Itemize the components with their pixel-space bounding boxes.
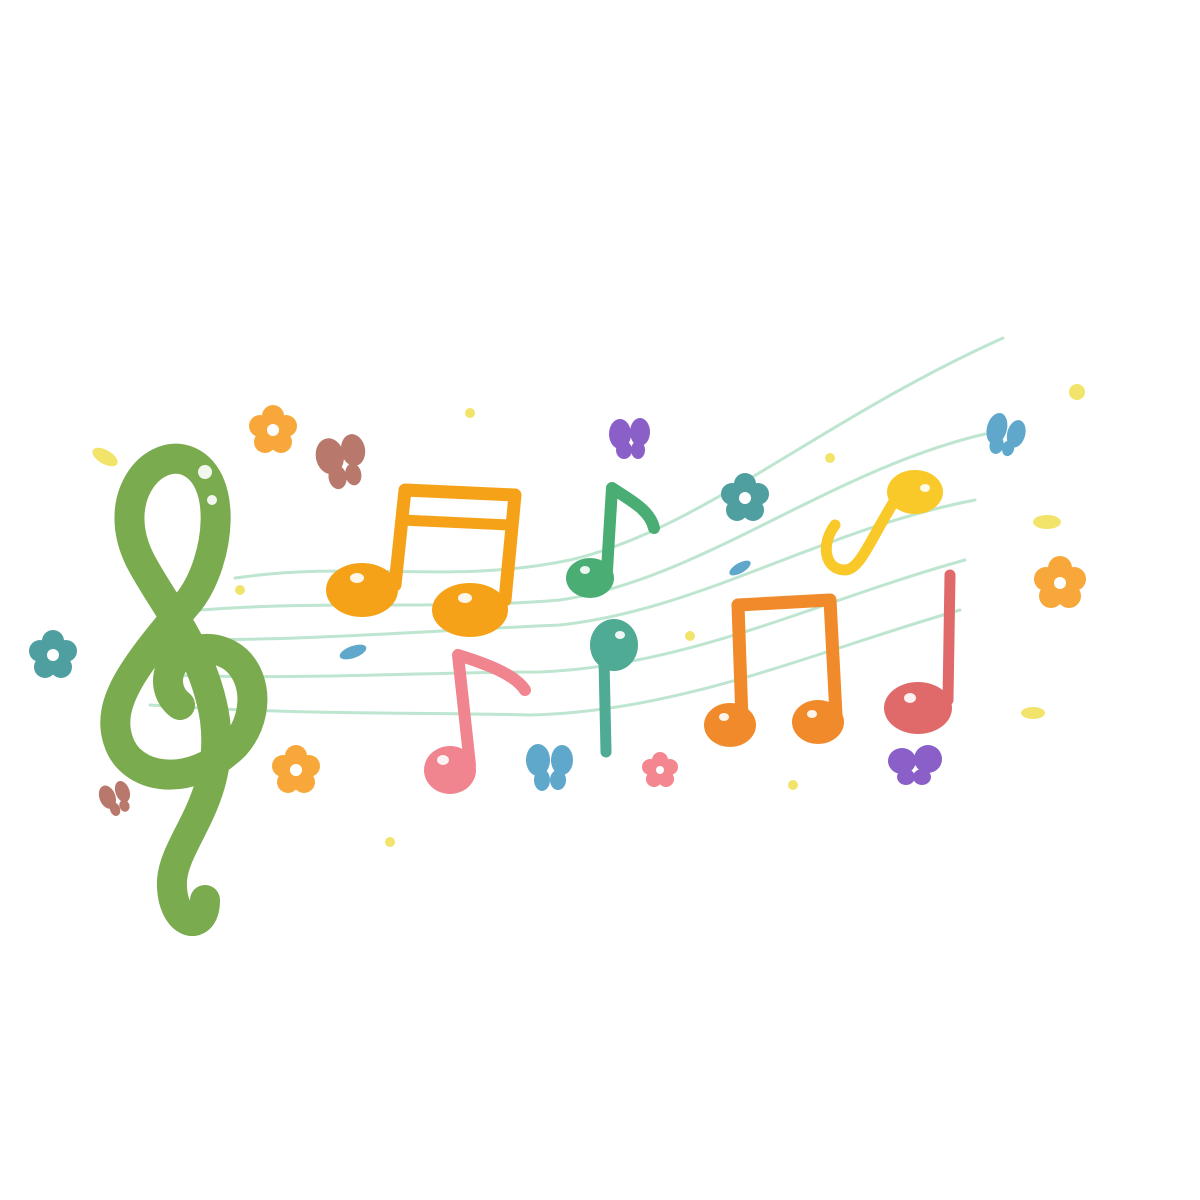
eighth-note-icon bbox=[424, 649, 531, 794]
confetti bbox=[92, 384, 1085, 847]
staff-line bbox=[198, 432, 987, 612]
flower-icon bbox=[272, 745, 320, 793]
flower-icon bbox=[29, 630, 77, 678]
flower-icon bbox=[642, 752, 678, 787]
eighth-note-icon bbox=[820, 470, 943, 576]
quarter-note-icon bbox=[884, 569, 956, 734]
treble-clef-icon bbox=[100, 443, 268, 936]
butterfly-icon bbox=[315, 434, 366, 490]
beamed-eighth-notes-icon bbox=[704, 593, 844, 747]
butterfly-icon bbox=[526, 744, 573, 791]
butterfly-icon bbox=[888, 745, 942, 785]
butterflies bbox=[98, 412, 1026, 817]
beamed-sixteenth-notes-icon bbox=[326, 483, 522, 637]
flowers bbox=[29, 405, 1086, 793]
eighth-note-icon bbox=[566, 482, 660, 598]
flower-icon bbox=[721, 473, 769, 521]
butterfly-icon bbox=[98, 781, 131, 817]
staff-line bbox=[163, 558, 967, 679]
quarter-note-icon bbox=[590, 619, 638, 758]
staff-line bbox=[183, 498, 977, 642]
butterfly-icon bbox=[986, 412, 1026, 457]
butterfly-icon bbox=[609, 418, 650, 459]
flower-icon bbox=[1034, 556, 1086, 608]
flower-icon bbox=[249, 405, 297, 453]
